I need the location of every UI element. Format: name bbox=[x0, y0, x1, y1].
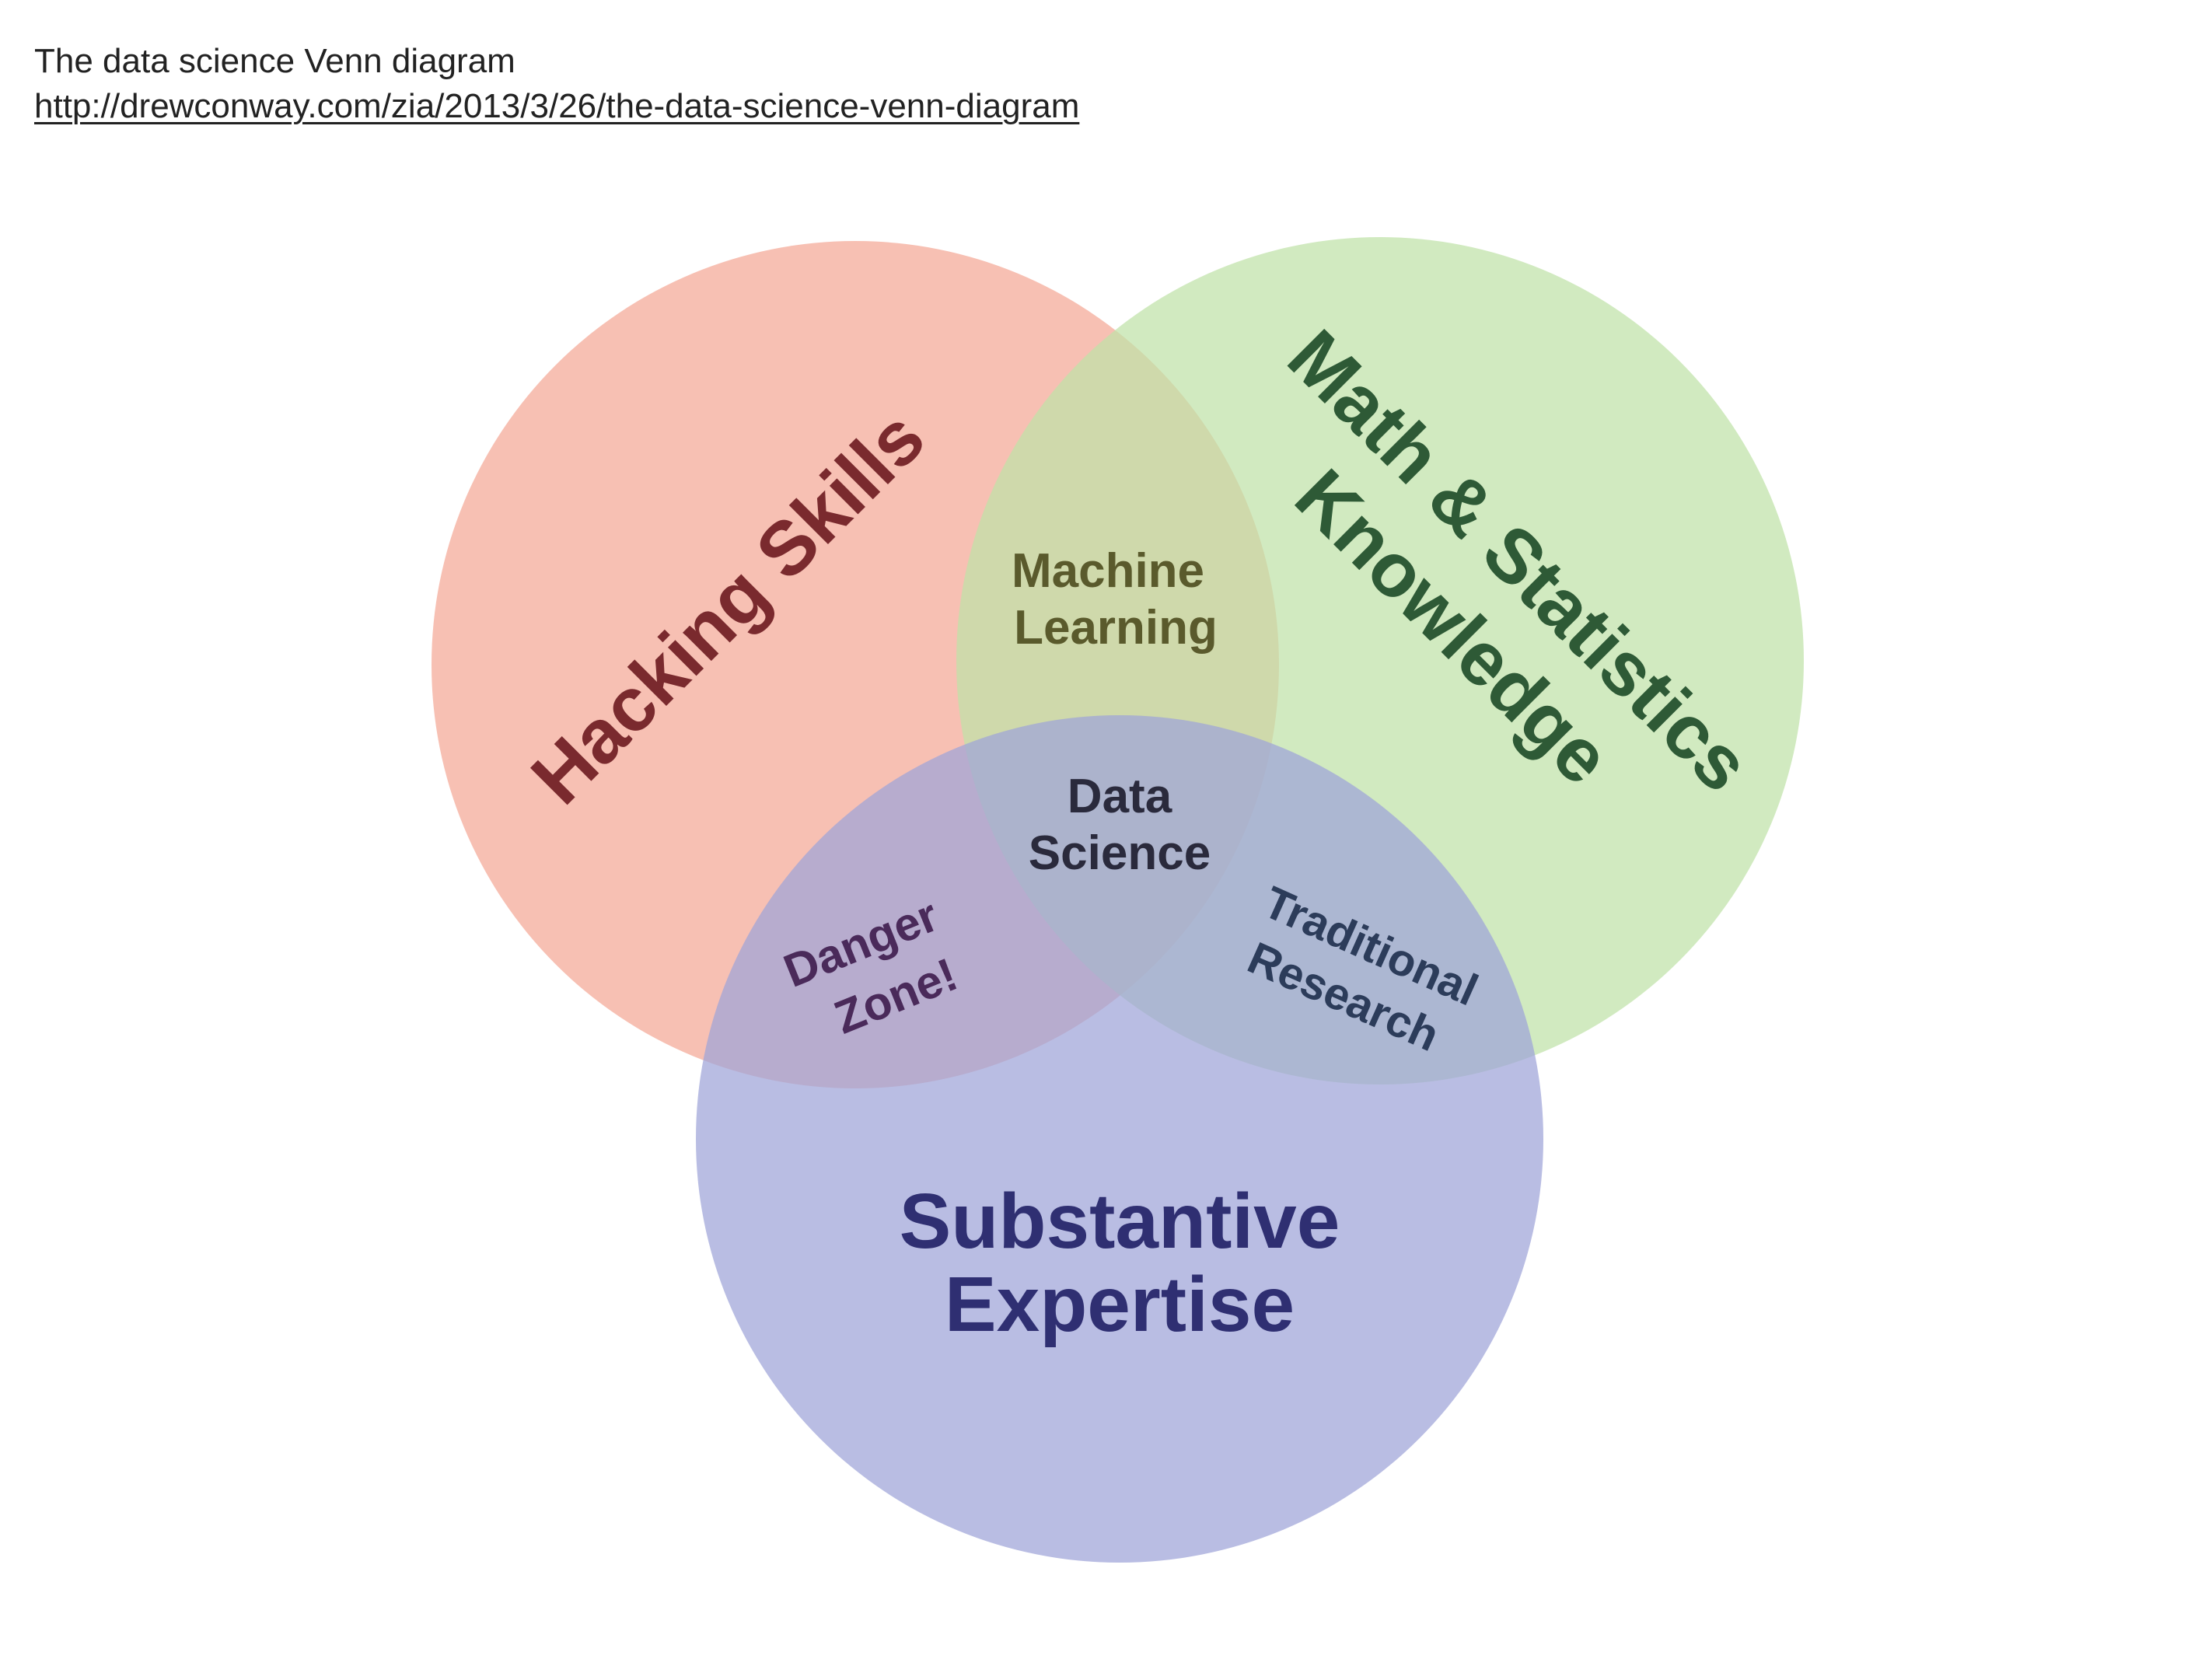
slide-title: The data science Venn diagram bbox=[34, 42, 515, 80]
data-science-label-line1: Data bbox=[1068, 770, 1172, 823]
machine-learning-label-line1: Machine bbox=[1012, 544, 1204, 598]
data-science-label-line2: Science bbox=[1029, 826, 1211, 880]
caption: The data science Venn diagram http://dre… bbox=[34, 39, 1079, 129]
substantive-expertise-circle bbox=[696, 715, 1543, 1563]
source-link[interactable]: http://drewconway.com/zia/2013/3/26/the-… bbox=[34, 87, 1080, 125]
expertise-label: Expertise bbox=[945, 1261, 1295, 1348]
machine-learning-label-line2: Learning bbox=[1014, 601, 1218, 655]
substantive-label: Substantive bbox=[900, 1178, 1340, 1265]
